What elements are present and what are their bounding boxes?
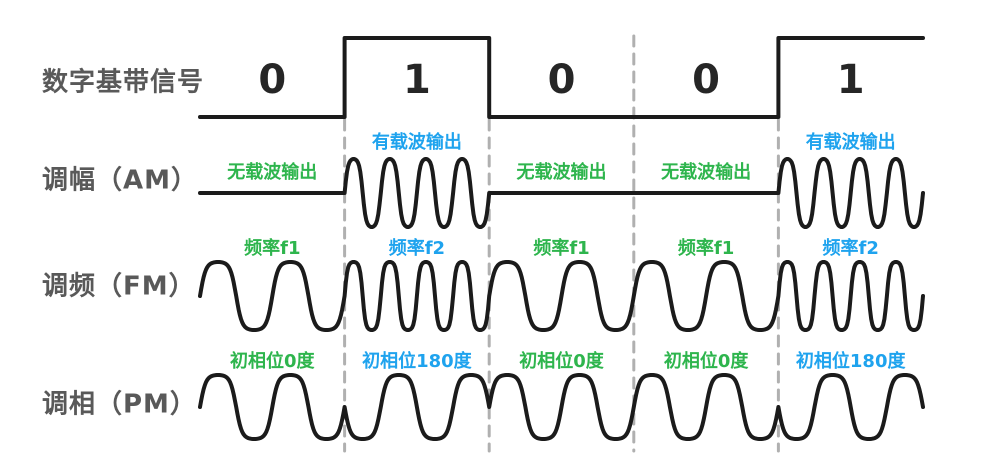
- row-label-pm: 调相（PM）: [42, 389, 197, 420]
- fm-segment-label: 频率f1: [677, 238, 735, 259]
- pm-segment-label: 初相位0度: [519, 351, 604, 372]
- fm-waveform: [198, 260, 925, 332]
- row-label-am: 调幅（AM）: [42, 165, 198, 196]
- pm-waveform: [198, 373, 925, 441]
- pm-segment-label: 初相位180度: [795, 351, 906, 372]
- am-waveform: [198, 157, 925, 229]
- pm-segment-label: 初相位180度: [362, 351, 472, 372]
- baseband-square-wave: [198, 36, 925, 119]
- bit-digit: 1: [402, 57, 431, 103]
- row-label-baseband: 数字基带信号: [42, 67, 205, 98]
- pm-segment-label: 初相位0度: [230, 351, 315, 372]
- fm-segment-label: 频率f2: [388, 238, 446, 259]
- row-label-fm: 调频（FM）: [42, 271, 196, 302]
- fm-segment-label: 频率f1: [533, 238, 590, 259]
- bit-digit: 0: [547, 57, 576, 103]
- am-segment-label: 有载波输出: [805, 132, 896, 153]
- bit-digit: 0: [692, 57, 721, 103]
- pm-segment-label: 初相位0度: [663, 351, 749, 372]
- bit-digit: 1: [836, 57, 865, 103]
- fm-segment-label: 频率f2: [822, 238, 879, 259]
- fm-segment-label: 频率f1: [244, 238, 301, 259]
- am-segment-label: 无载波输出: [661, 162, 752, 183]
- am-segment-label: 无载波输出: [516, 162, 607, 183]
- am-segment-label: 无载波输出: [227, 162, 318, 183]
- bit-digit: 0: [258, 57, 287, 103]
- am-segment-label: 有载波输出: [371, 132, 462, 153]
